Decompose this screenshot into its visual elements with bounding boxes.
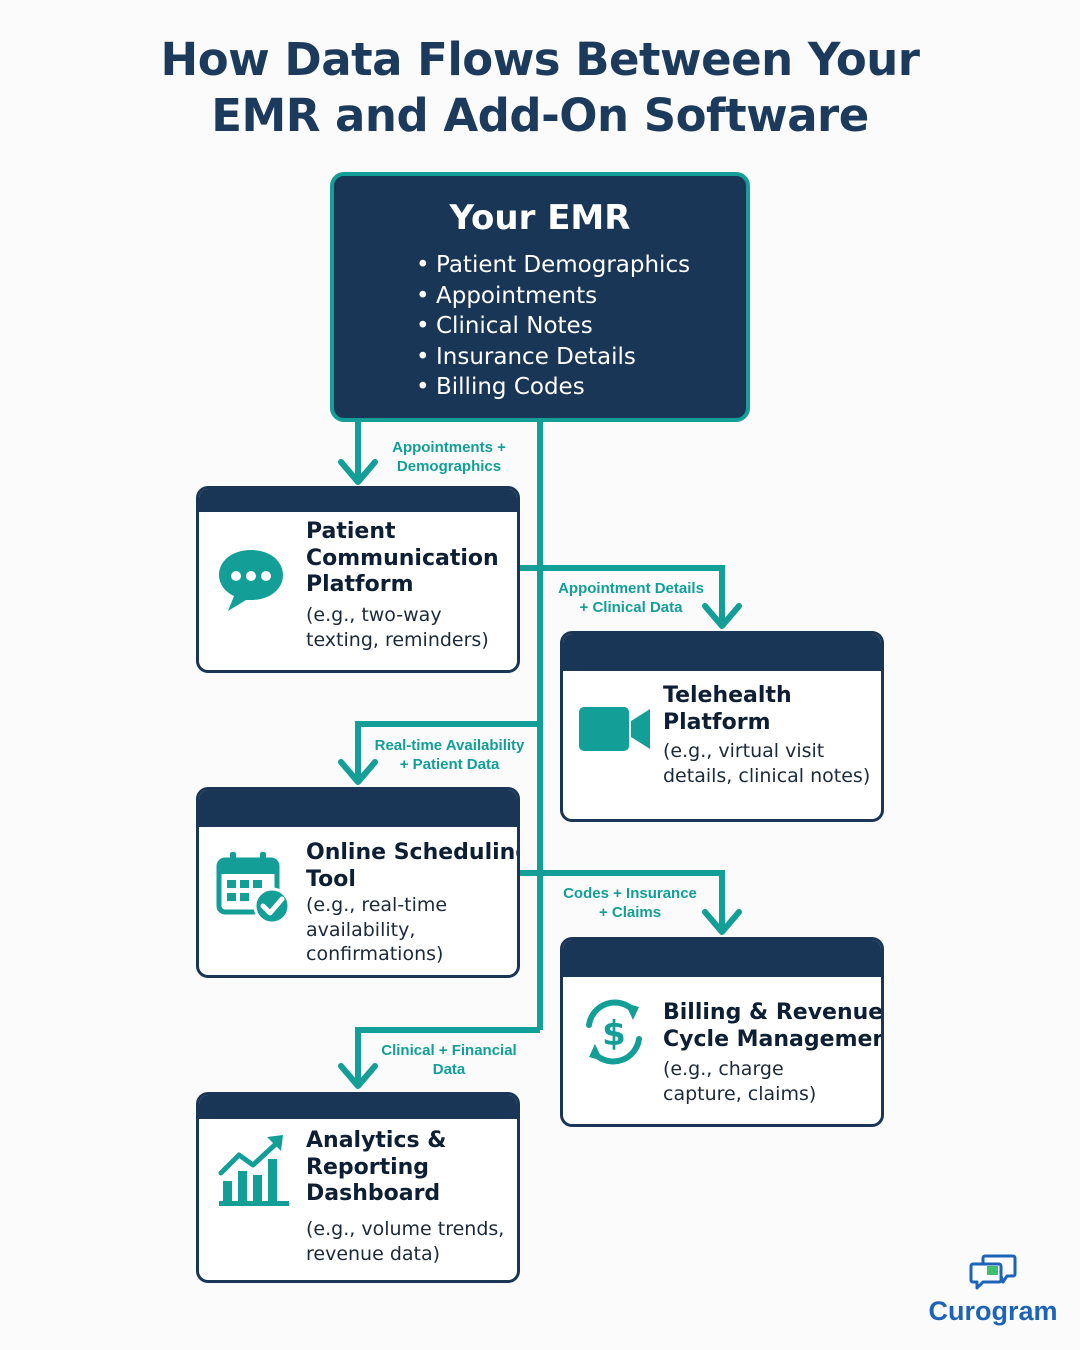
- card-header: [199, 790, 517, 827]
- emr-title: Your EMR: [449, 198, 631, 238]
- card-billing-revenue: $ Billing & Revenue Cycle Management (e.…: [560, 937, 884, 1127]
- page-title-line-2: EMR and Add-On Software: [211, 89, 869, 142]
- card-title: Telehealth Platform: [663, 683, 792, 735]
- card-description: (e.g., charge capture, claims): [663, 1058, 817, 1105]
- emr-list-item: •Billing Codes: [416, 374, 585, 400]
- card-title: Billing & Revenue Cycle Management: [663, 1000, 884, 1052]
- page-title-line-1: How Data Flows Between Your: [160, 33, 920, 86]
- card-online-scheduling: Online Scheduling Tool (e.g., real-time …: [196, 787, 520, 978]
- brand-name: Curogram: [928, 1296, 1058, 1326]
- connector-to-telehealth: [518, 565, 725, 622]
- connector-to-analytics: [355, 1027, 540, 1082]
- connector-to-billing: [518, 870, 725, 928]
- card-title: Analytics & Reporting Dashboard: [306, 1128, 447, 1206]
- card-description: (e.g., two-way texting, reminders): [306, 604, 489, 651]
- growth-chart-icon: [218, 1135, 289, 1206]
- flow-label-clinical-financial: Clinical + Financial Data: [381, 1042, 517, 1078]
- flow-label-availability-patient: Real-time Availability + Patient Data: [374, 737, 525, 773]
- emr-list-item: •Patient Demographics: [416, 252, 691, 278]
- card-description: (e.g., real-time availability, confirmat…: [306, 894, 448, 965]
- flow-label-codes-insurance-claims: Codes + Insurance + Claims: [563, 885, 697, 921]
- chat-bubble-icon: [219, 550, 283, 611]
- card-title: Online Scheduling Tool: [306, 840, 520, 892]
- card-header: [199, 489, 517, 512]
- emr-list-item: •Appointments: [416, 282, 598, 309]
- card-title: Patient Communication Platform: [306, 519, 499, 597]
- card-patient-communication: Patient Communication Platform (e.g., tw…: [196, 486, 520, 673]
- card-description: (e.g., virtual visit details, clinical n…: [663, 740, 871, 787]
- card-header: [199, 1095, 517, 1119]
- connector-to-scheduling: [355, 721, 540, 778]
- card-description: (e.g., volume trends, revenue data): [306, 1218, 505, 1265]
- emr-data-list: •Patient Demographics •Appointments •Cli…: [416, 250, 690, 403]
- emr-list-item: •Insurance Details: [416, 343, 636, 370]
- page-title: How Data Flows Between Your EMR and Add-…: [0, 32, 1080, 144]
- arrowhead-billing: [702, 909, 742, 935]
- calendar-check-icon: [216, 852, 291, 925]
- dollar-cycle-icon: $: [586, 999, 642, 1065]
- arrowhead-analytics: [338, 1063, 378, 1089]
- svg-text:$: $: [602, 1014, 626, 1054]
- flow-label-appointments-demographics: Appointments + Demographics: [392, 439, 506, 475]
- card-header: [563, 940, 881, 977]
- arrowhead-scheduling: [338, 759, 378, 785]
- emr-box: Your EMR •Patient Demographics •Appointm…: [330, 172, 750, 422]
- video-camera-icon: [579, 707, 650, 751]
- chat-logo-icon: [969, 1254, 1017, 1290]
- emr-list-item: •Clinical Notes: [416, 313, 593, 339]
- card-telehealth: Telehealth Platform (e.g., virtual visit…: [560, 631, 884, 822]
- card-analytics-reporting: Analytics & Reporting Dashboard (e.g., v…: [196, 1092, 520, 1283]
- card-header: [563, 634, 881, 671]
- arrowhead-telehealth: [702, 603, 742, 629]
- flow-label-appointment-clinical: Appointment Details + Clinical Data: [558, 580, 704, 616]
- brand-logo: Curogram: [928, 1254, 1058, 1326]
- arrowhead-communication: [338, 459, 378, 485]
